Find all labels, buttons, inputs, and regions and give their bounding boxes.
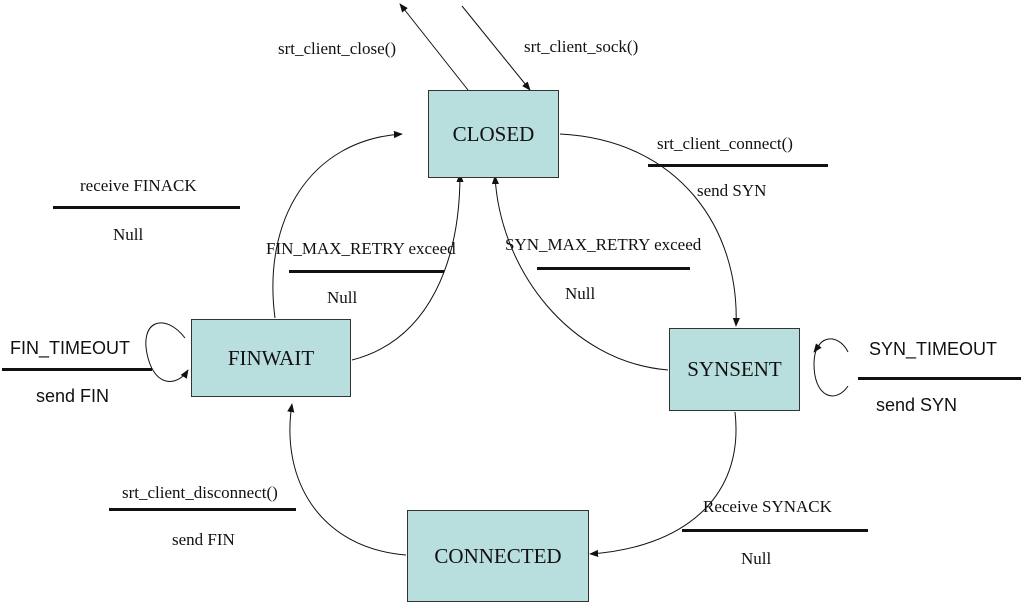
label-receive-finack-event: receive FINACK [80,176,197,195]
arrow-finwait-to-closed-outer [272,130,403,319]
label-client-close: srt_client_close() [278,39,397,58]
label-fin-max-retry-bar [289,270,444,273]
state-connected: CONNECTED [407,510,589,602]
label-syn-max-retry-action: Null [565,284,596,303]
label-client-connect-action: send SYN [697,181,767,200]
label-syn-timeout-bar [858,377,1021,380]
arrow-synsent-to-connected [589,411,737,558]
arrow-synsent-to-closed [491,175,669,371]
state-finwait: FINWAIT [191,319,351,397]
label-fin-timeout-bar [2,368,152,371]
arrow-close-exit [399,3,469,91]
arrow-sock-enter [461,5,531,91]
arrow-syn-timeout-loop-head [813,343,822,353]
label-syn-timeout-event: SYN_TIMEOUT [869,339,998,359]
label-client-disconnect-action: send FIN [172,530,235,549]
label-client-disconnect-event: srt_client_disconnect() [122,483,278,502]
state-closed: CLOSED [428,90,559,178]
arrow-closed-to-synsent [559,133,740,327]
label-fin-max-retry-action: Null [327,288,358,307]
arrow-syn-timeout-loop [813,338,849,397]
label-client-connect-event: srt_client_connect() [657,134,793,153]
label-receive-finack-bar [53,206,240,209]
label-fin-timeout-action: send FIN [36,386,110,406]
label-receive-synack-action: Null [741,549,772,568]
label-client-disconnect-bar [109,508,296,511]
label-syn-max-retry-bar [537,267,690,270]
label-syn-max-retry-event: SYN_MAX_RETRY exceed [505,235,702,254]
arrow-connected-to-finwait [287,403,407,556]
label-fin-max-retry-event: FIN_MAX_RETRY exceed [266,239,456,258]
label-fin-timeout-event: FIN_TIMEOUT [10,338,130,358]
label-receive-finack-action: Null [113,225,144,244]
arrow-fin-timeout-loop [145,322,189,382]
label-client-sock: srt_client_sock() [524,37,639,56]
label-client-connect-bar [648,164,828,167]
arrow-finwait-to-closed [351,173,464,361]
state-synsent: SYNSENT [669,328,800,411]
label-receive-synack-bar [682,529,868,532]
label-syn-timeout-action: send SYN [876,395,958,415]
label-receive-synack-event: Receive SYNACK [703,497,832,516]
